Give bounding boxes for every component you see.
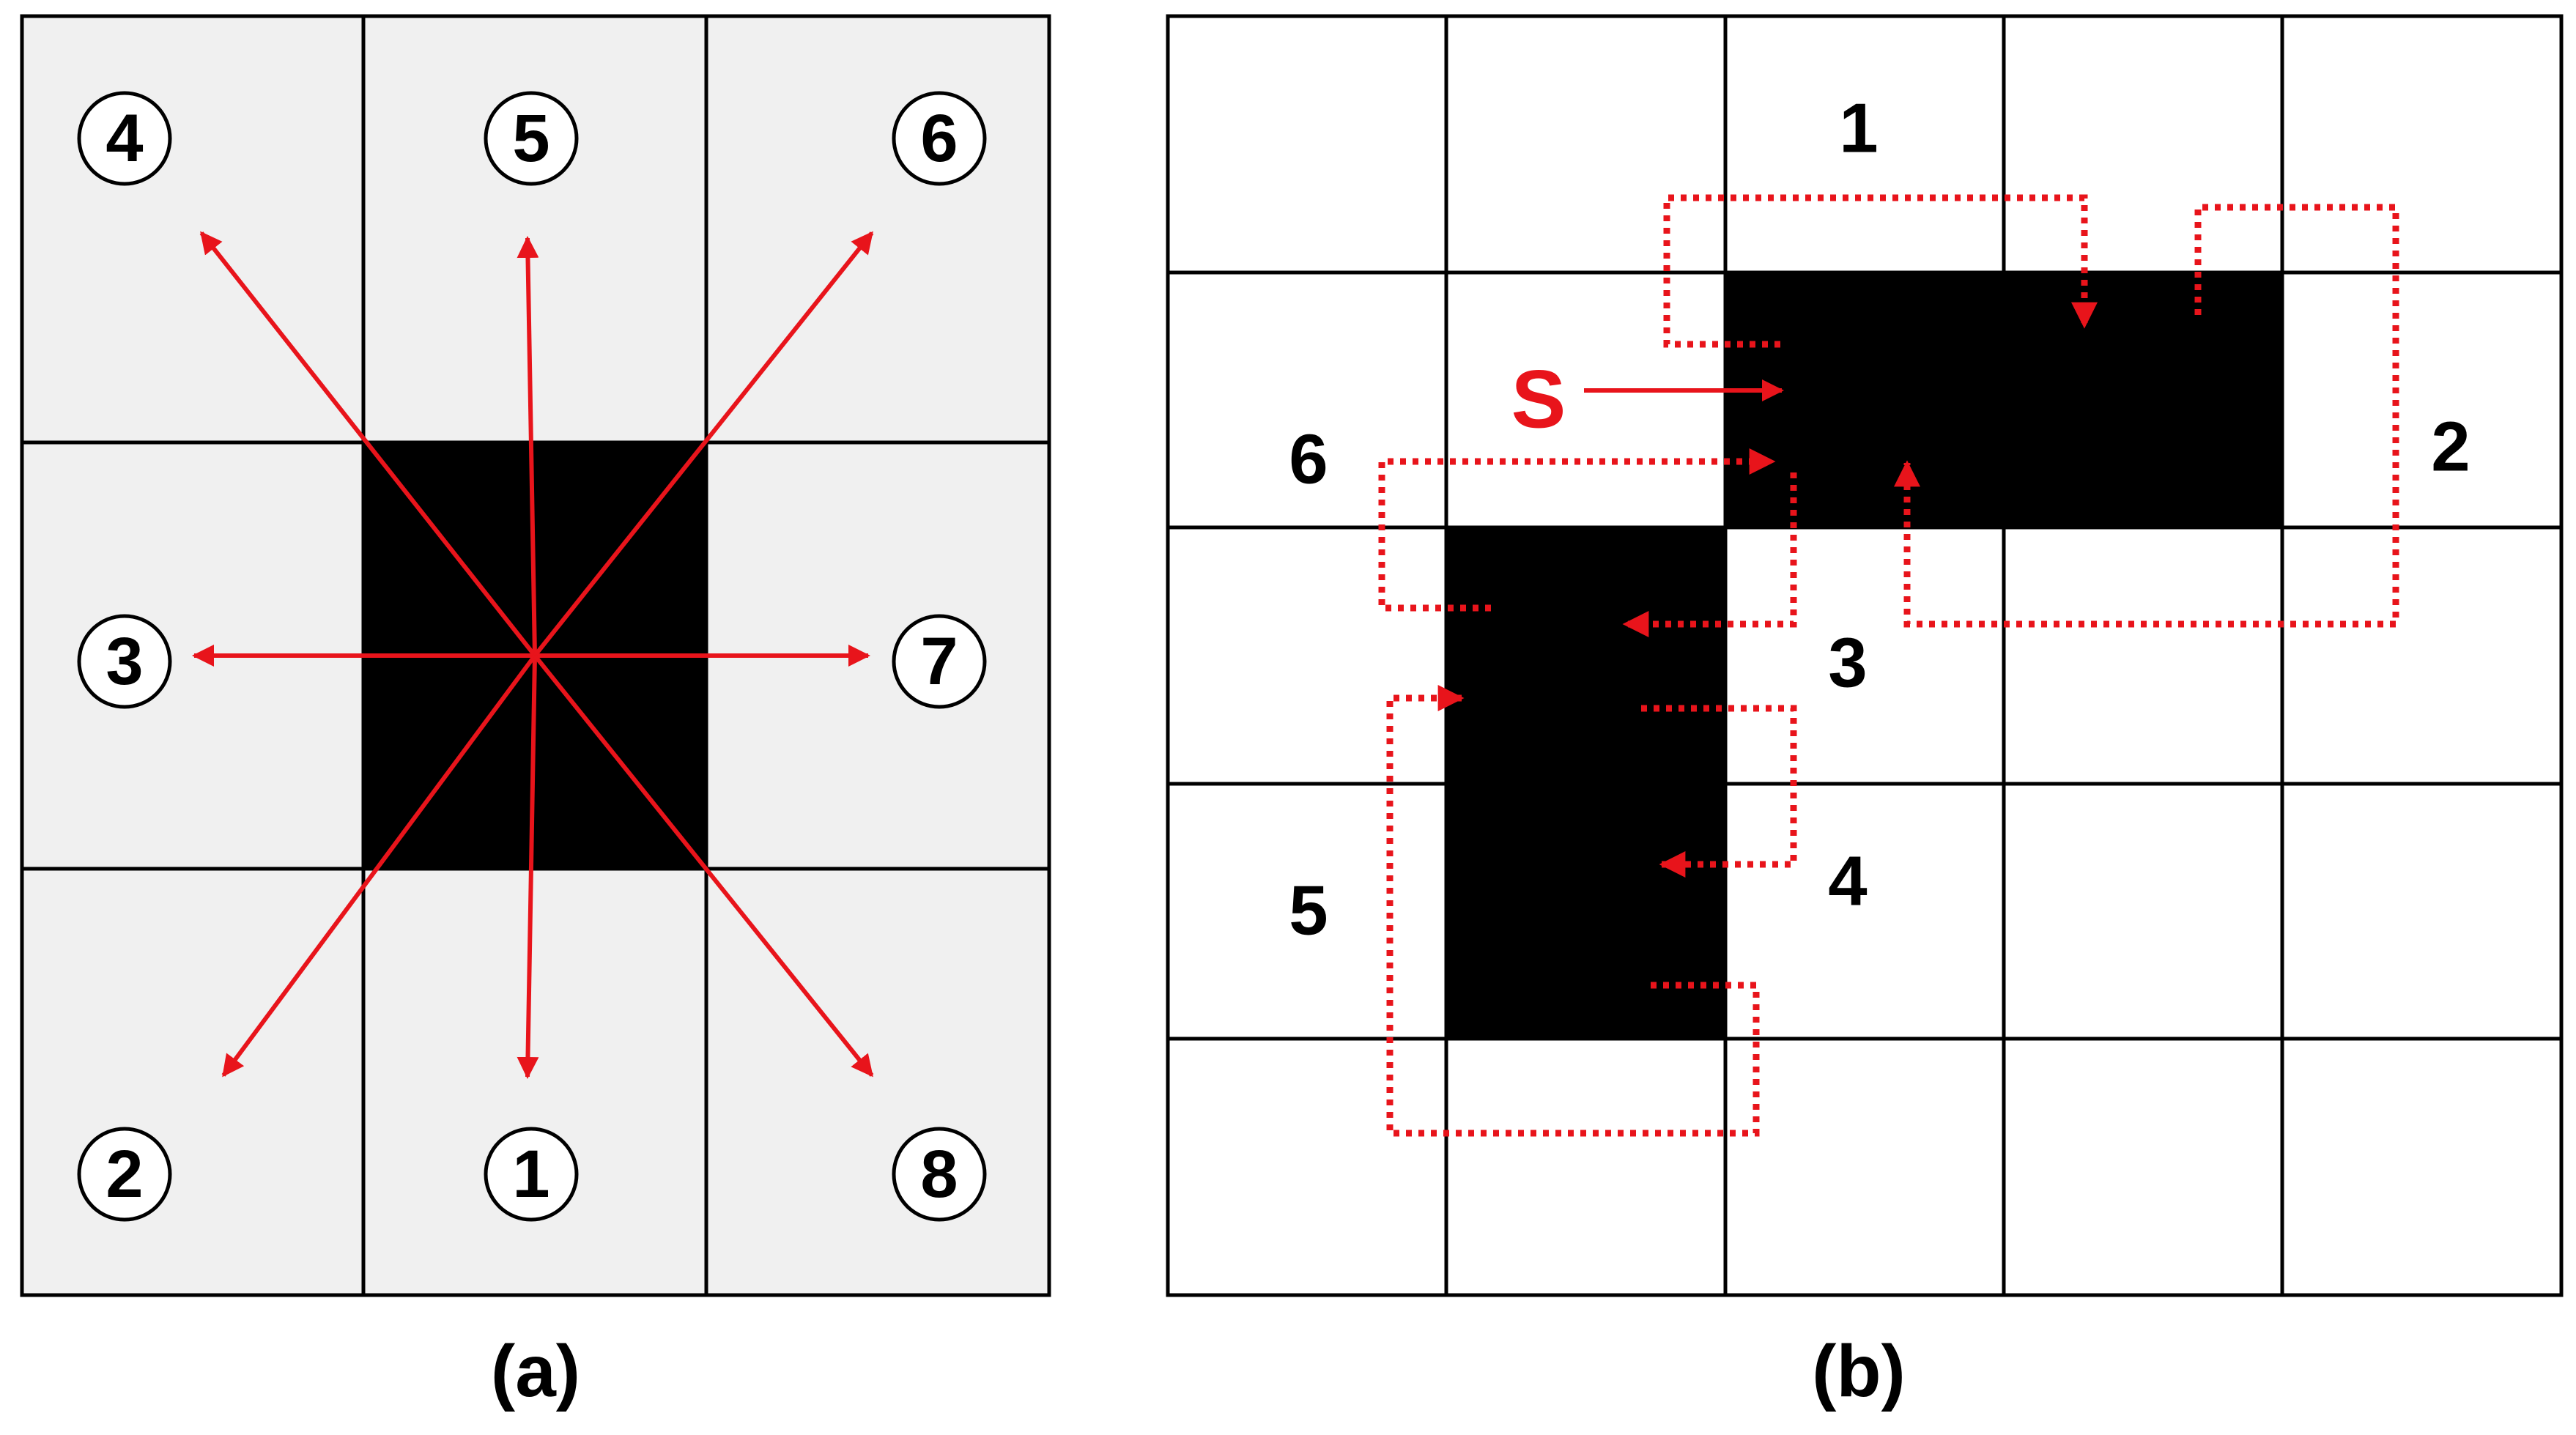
panel-b-grid	[1166, 14, 2564, 1297]
step-label-3: 3	[1828, 624, 1867, 702]
direction-label-2: 2	[77, 1127, 172, 1222]
start-marker: S	[1511, 354, 1784, 445]
trace-segment-1	[1663, 194, 2098, 348]
svg-text:5: 5	[512, 101, 549, 176]
direction-label-4: 4	[77, 91, 172, 186]
direction-label-6: 6	[892, 91, 987, 186]
step-label-1: 1	[1839, 89, 1878, 168]
trace-segment-2	[1894, 204, 2399, 628]
direction-arrows	[192, 231, 874, 1079]
step-label-2: 2	[2431, 408, 2470, 486]
direction-label-1: 1	[484, 1127, 579, 1222]
arrow-to-5	[517, 236, 539, 656]
panel-a: 4 5 6 3 7 2 1 8 (a)	[20, 14, 1051, 1412]
panel-b: S 1 2 3 4 5 6 (b)	[1166, 14, 2564, 1412]
caption-a: (a)	[491, 1330, 580, 1412]
trace-segment-5	[1386, 685, 1760, 1137]
trace-segment-6	[1378, 448, 1776, 612]
arrow-to-2	[221, 654, 537, 1078]
svg-text:8: 8	[920, 1137, 958, 1212]
direction-label-8: 8	[892, 1127, 987, 1222]
svg-text:3: 3	[106, 624, 143, 699]
panel-b-background	[1168, 16, 2561, 1295]
direction-label-3: 3	[77, 614, 172, 709]
svg-text:2: 2	[106, 1137, 143, 1212]
start-label: S	[1511, 354, 1566, 445]
direction-label-7: 7	[892, 614, 987, 709]
step-labels: 1 2 3 4 5 6	[1289, 89, 2470, 950]
trace-segment-3	[1622, 472, 1797, 637]
trace-path	[1378, 194, 2399, 1137]
direction-label-5: 5	[484, 91, 579, 186]
step-label-4: 4	[1828, 842, 1867, 921]
svg-text:1: 1	[512, 1137, 549, 1212]
step-label-5: 5	[1289, 872, 1328, 950]
arrow-to-8	[533, 654, 874, 1078]
svg-text:6: 6	[920, 101, 958, 176]
arrow-to-6	[533, 231, 874, 657]
arrow-to-4	[199, 231, 537, 657]
trace-segment-4	[1641, 705, 1797, 878]
caption-b: (b)	[1812, 1330, 1906, 1412]
svg-text:4: 4	[106, 101, 143, 176]
arrow-to-1	[517, 655, 539, 1079]
step-label-6: 6	[1289, 420, 1328, 499]
svg-text:7: 7	[920, 624, 958, 699]
